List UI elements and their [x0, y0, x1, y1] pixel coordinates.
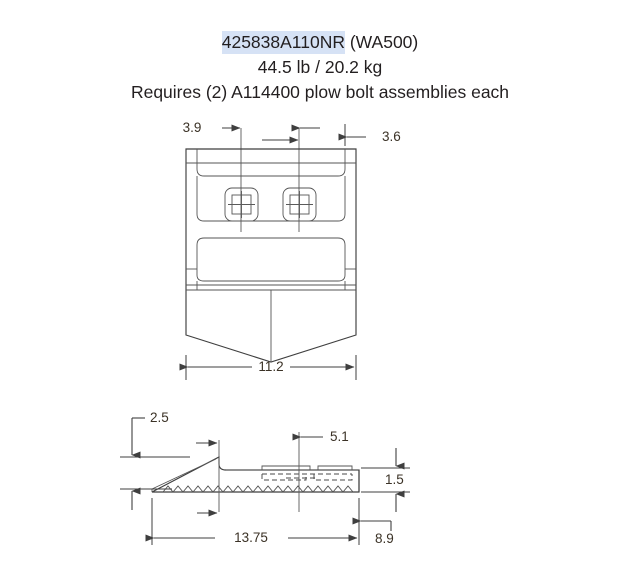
dim-1-5: 1.5: [361, 448, 410, 512]
bolt-boss-left: [224, 187, 259, 222]
side-view-group: 2.5 5.1 1.5: [120, 410, 410, 546]
serrated-bottom: [162, 485, 354, 493]
dim-5-1-label: 5.1: [330, 429, 349, 444]
dim-11-2-label: 11.2: [258, 359, 283, 374]
bolt-pad-left-top: [261, 465, 311, 470]
dim-3-9-label: 3.9: [183, 120, 202, 135]
hidden-pocket-right: [313, 474, 353, 481]
tip-chamfer-line: [151, 458, 217, 490]
part-requirement: Requires (2) A114400 plow bolt assemblie…: [130, 82, 510, 102]
front-view-group: 3.9 3.6 11.2: [179, 120, 401, 380]
hidden-pocket-left: [261, 474, 307, 481]
bolt-hole-right: [282, 187, 317, 222]
lower-recess-bottom: [196, 268, 346, 282]
part-number-line: 425838A110NR (WA500): [0, 30, 640, 55]
bolt-pad-right-top: [317, 465, 353, 470]
dim-1-5-label: 1.5: [385, 472, 404, 487]
dim-2-5-label: 2.5: [150, 410, 169, 425]
bolt-boss-right: [282, 187, 317, 222]
dim-2-5: 2.5: [120, 410, 190, 510]
upper-recess-body: [196, 176, 346, 222]
bolt-hole-left: [224, 187, 259, 222]
part-weight: 44.5 lb / 20.2 kg: [257, 57, 383, 77]
part-header: 425838A110NR (WA500) 44.5 lb / 20.2 kg R…: [0, 30, 640, 105]
dim-bolt-spacing-top: [262, 124, 320, 144]
dim-3-6-label: 3.6: [382, 129, 401, 144]
lower-recess-top: [196, 237, 346, 268]
part-number-highlighted[interactable]: 425838A110NR: [221, 31, 345, 54]
upper-recess-top: [196, 163, 346, 177]
body-outline: [185, 148, 357, 363]
dim-3-6: 3.6: [338, 124, 401, 146]
dim-5-1: 5.1: [292, 429, 349, 444]
dim-8-9: 8.9: [352, 517, 394, 546]
dim-11-2: 11.2: [179, 355, 357, 380]
dim-13-75-label: 13.75: [234, 530, 268, 545]
part-number-suffix: (WA500): [344, 32, 419, 52]
dim-8-9-label: 8.9: [375, 531, 394, 546]
dim-3-9: 3.9: [183, 120, 241, 135]
dim-13-75: 13.75: [145, 498, 360, 545]
